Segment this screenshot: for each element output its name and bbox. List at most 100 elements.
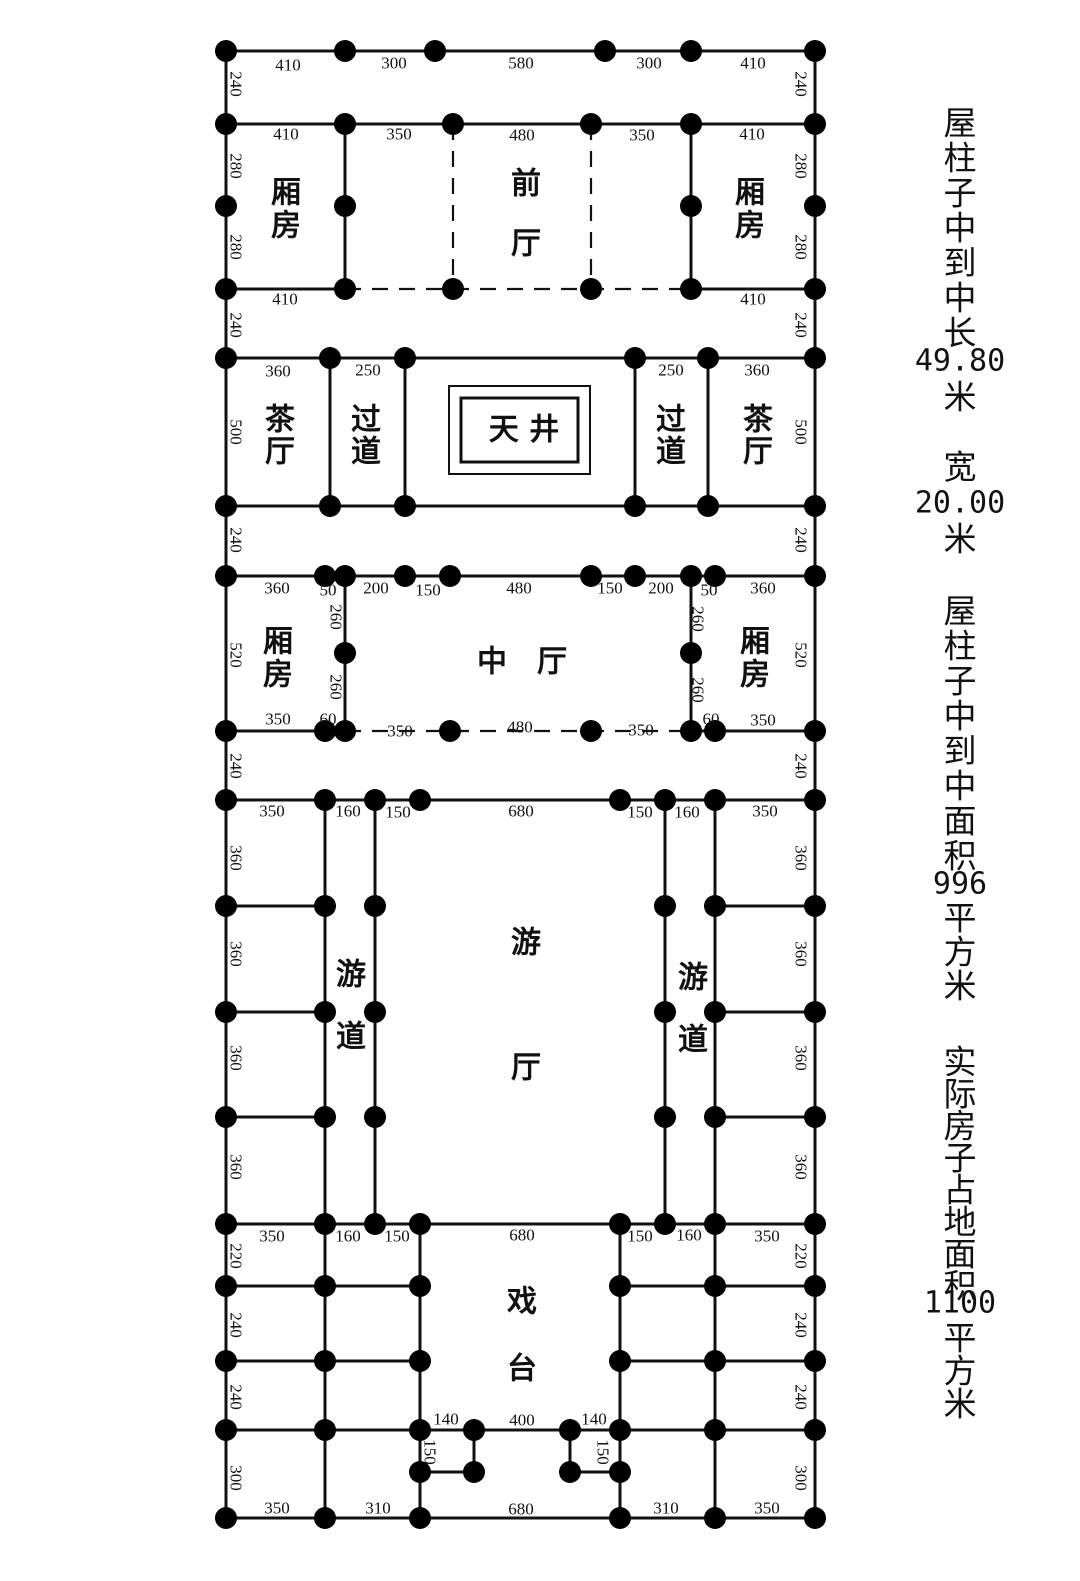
summary-text: 屋	[944, 104, 977, 143]
dimension-label: 260	[689, 606, 708, 632]
dimension-label: 360	[792, 845, 811, 871]
summary-text: 米	[944, 378, 977, 417]
room-label-passage: 过	[351, 403, 381, 438]
dimension-label: 240	[227, 71, 246, 97]
dimension-label: 240	[227, 527, 246, 553]
column-dot-98	[704, 1350, 726, 1372]
summary-text: 49.80	[915, 344, 1005, 379]
column-dot-59	[654, 789, 676, 811]
dimension-label: 140	[581, 1410, 607, 1429]
column-dot-67	[804, 895, 826, 917]
summary-text: 中	[944, 209, 977, 248]
column-dot-95	[314, 1350, 336, 1372]
dimension-label: 280	[792, 153, 811, 179]
summary-text: 面	[944, 1235, 977, 1274]
column-dot-37	[394, 565, 416, 587]
dimension-label: 150	[597, 579, 623, 598]
room-label-passage: 道	[351, 435, 381, 470]
dimension-label: 260	[689, 677, 708, 703]
room-label-wing: 厢	[271, 176, 301, 211]
column-dot-53	[804, 720, 826, 742]
summary-text: 到	[944, 244, 977, 283]
dimension-label: 200	[363, 579, 389, 598]
dimension-label: 360	[792, 1154, 811, 1180]
dimension-label: 360	[792, 941, 811, 967]
column-dot-94	[215, 1350, 237, 1372]
summary-text: 房	[944, 1107, 977, 1146]
room-label-wing: 厢	[263, 625, 293, 660]
summary-text: 1100	[924, 1286, 996, 1321]
dimension-label: 360	[750, 579, 776, 598]
summary-text: 米	[944, 1385, 977, 1424]
dimension-label: 520	[227, 642, 246, 668]
column-dot-105	[609, 1419, 631, 1441]
summary-text: 宽	[944, 448, 977, 487]
column-dot-80	[215, 1213, 237, 1235]
column-dot-18	[442, 278, 464, 300]
dimension-label: 150	[384, 1227, 410, 1246]
column-dot-102	[409, 1419, 431, 1441]
column-dot-71	[654, 1001, 676, 1023]
column-dot-107	[804, 1419, 826, 1441]
dimension-label: 360	[227, 941, 246, 967]
dimension-label: 50	[320, 581, 337, 600]
column-dot-19	[580, 278, 602, 300]
dimension-label: 160	[674, 803, 700, 822]
column-dot-111	[609, 1461, 631, 1483]
column-dot-39	[580, 565, 602, 587]
column-dot-82	[364, 1213, 386, 1235]
dimension-label: 280	[792, 234, 811, 260]
summary-text: 平	[944, 1319, 977, 1358]
column-dot-42	[704, 565, 726, 587]
column-dot-34	[215, 565, 237, 587]
column-dot-47	[314, 720, 336, 742]
dimension-label: 350	[386, 125, 412, 144]
column-dot-57	[409, 789, 431, 811]
summary-text: 方	[944, 1352, 977, 1391]
column-dot-68	[215, 1001, 237, 1023]
dimension-label: 520	[792, 642, 811, 668]
column-dot-43	[804, 565, 826, 587]
column-dot-115	[609, 1507, 631, 1529]
column-dot-9	[580, 113, 602, 135]
column-dot-77	[654, 1106, 676, 1128]
column-dot-62	[215, 895, 237, 917]
dimension-label: 150	[415, 581, 441, 600]
dimension-label: 360	[227, 1045, 246, 1071]
column-dot-101	[314, 1419, 336, 1441]
column-dot-96	[409, 1350, 431, 1372]
column-dot-70	[364, 1001, 386, 1023]
column-dot-86	[704, 1213, 726, 1235]
column-dot-89	[314, 1275, 336, 1297]
dimension-label: 350	[754, 1499, 780, 1518]
column-dot-97	[609, 1350, 631, 1372]
column-dot-6	[215, 113, 237, 135]
dimension-label: 310	[365, 1499, 391, 1518]
dimension-label: 410	[739, 125, 765, 144]
dimension-label: 260	[327, 604, 346, 630]
dimension-label: 350	[265, 710, 291, 729]
summary-text: 地	[944, 1203, 977, 1242]
dimension-label: 410	[273, 125, 299, 144]
column-dot-54	[215, 789, 237, 811]
room-label-walkway: 道	[678, 1023, 708, 1058]
dimension-label: 250	[658, 361, 684, 380]
dimension-label: 150	[421, 1439, 440, 1465]
dimension-label: 680	[509, 1226, 535, 1245]
dimension-label: 240	[792, 527, 811, 553]
column-dot-93	[804, 1275, 826, 1297]
column-dot-36	[334, 565, 356, 587]
dimension-label: 350	[259, 1227, 285, 1246]
column-dot-0	[215, 40, 237, 62]
column-dot-29	[319, 495, 341, 517]
summary-text: 子	[944, 662, 977, 701]
column-dot-100	[215, 1419, 237, 1441]
summary-text: 米	[944, 520, 977, 559]
dimension-label: 200	[648, 579, 674, 598]
summary-text: 子	[944, 1139, 977, 1178]
column-dot-15	[804, 195, 826, 217]
column-dot-65	[654, 895, 676, 917]
summary-text: 到	[944, 732, 977, 771]
room-label-passage: 道	[656, 435, 686, 470]
column-dot-49	[439, 720, 461, 742]
